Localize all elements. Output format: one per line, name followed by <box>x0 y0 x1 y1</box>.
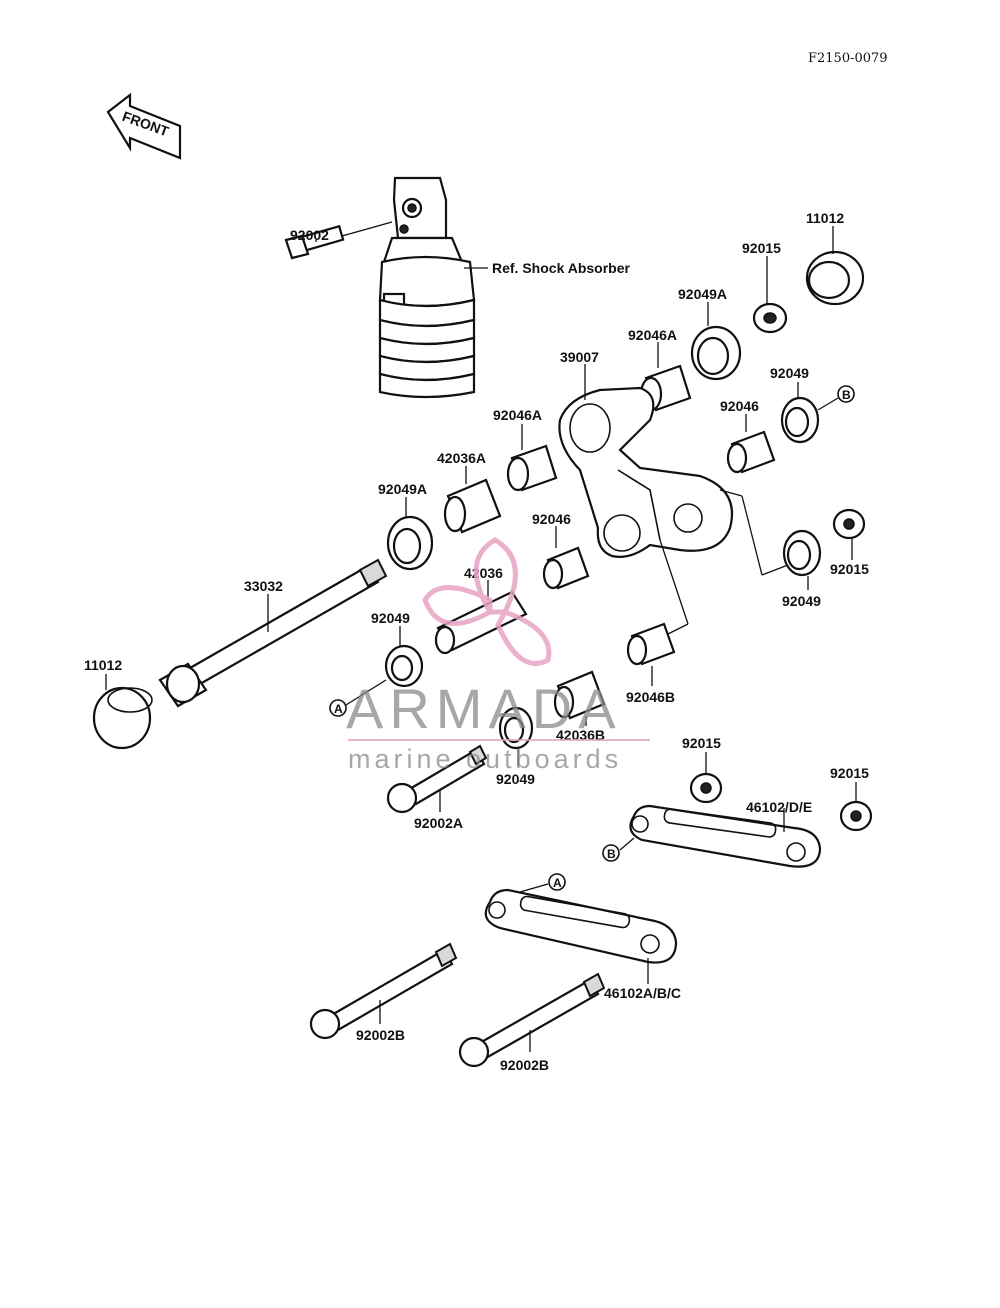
label-92046-right: 92046 <box>720 398 759 414</box>
watermark-propeller-icon <box>422 537 552 666</box>
label-92049-c: 92049 <box>782 593 821 609</box>
cap-11012-left <box>92 686 153 750</box>
label-92049-low: 92049 <box>496 771 535 787</box>
label-92002-top: 92002 <box>290 227 329 243</box>
cap-11012-right <box>805 250 865 306</box>
watermark: ARMADA marine outboards <box>346 537 650 774</box>
watermark-title: ARMADA <box>346 677 622 740</box>
label-92015-d: 92015 <box>830 765 869 781</box>
seal-92049A-left <box>386 515 434 571</box>
label-11012-right: 11012 <box>806 210 844 226</box>
bearing-92046-right <box>726 430 776 474</box>
diagram-code: F2150-0079 <box>808 51 888 66</box>
label-92015-a: 92015 <box>742 240 781 256</box>
label-11012-left: 11012 <box>84 657 122 673</box>
svg-text:B: B <box>842 388 851 402</box>
bolt-92002 <box>284 224 345 260</box>
bearing-92046-mid <box>542 546 590 590</box>
label-92002A: 92002A <box>414 815 463 831</box>
label-92049A-right: 92049A <box>678 286 727 302</box>
tie-rod-46102DE <box>629 804 822 868</box>
nut-92015-a <box>752 302 788 334</box>
svg-text:A: A <box>334 702 343 716</box>
bolt-33032 <box>158 558 388 708</box>
seal-92049-left <box>384 644 424 688</box>
bearing-92046A-left <box>506 444 558 492</box>
svg-text:A: A <box>553 876 562 890</box>
label-92049A-left: 92049A <box>378 481 427 497</box>
callout-a-bottom: A <box>548 873 566 891</box>
label-92015-c: 92015 <box>682 735 721 751</box>
label-92046-mid: 92046 <box>532 511 571 527</box>
seal-92049A-right <box>690 325 742 381</box>
label-46102DE: 46102/D/E <box>746 799 812 815</box>
callout-b-top: B <box>837 385 855 403</box>
bearing-92046B <box>626 622 676 666</box>
label-92046B: 92046B <box>626 689 675 705</box>
front-arrow-icon: FRONT <box>106 92 182 160</box>
label-92015-b: 92015 <box>830 561 869 577</box>
label-92002B-right: 92002B <box>500 1057 549 1073</box>
label-92002B-left: 92002B <box>356 1027 405 1043</box>
svg-text:B: B <box>607 847 616 861</box>
bolt-92002B-left <box>309 942 458 1040</box>
label-92049-left: 92049 <box>371 610 410 626</box>
seal-92049-low <box>498 706 534 750</box>
callout-b-bottom: B <box>602 844 620 862</box>
nut-92015-c <box>689 772 723 804</box>
label-39007: 39007 <box>560 349 599 365</box>
label-92046A-right: 92046A <box>628 327 677 343</box>
tie-rod-46102ABC <box>484 888 678 964</box>
label-92046A-left: 92046A <box>493 407 542 423</box>
shock-absorber-drawing <box>378 176 476 399</box>
watermark-subtitle: marine outboards <box>348 744 622 774</box>
bolt-92002B-right <box>458 972 606 1068</box>
label-46102ABC: 46102A/B/C <box>604 985 681 1001</box>
ref-shock-absorber-label: Ref. Shock Absorber <box>492 260 631 276</box>
sleeve-42036A <box>443 478 502 534</box>
seal-92049-c <box>782 529 822 577</box>
label-42036: 42036 <box>464 565 503 581</box>
label-42036A: 42036A <box>437 450 486 466</box>
bolt-92002A <box>386 744 488 814</box>
nut-92015-b <box>832 508 866 540</box>
seal-92049-b <box>780 396 820 444</box>
label-92049-b: 92049 <box>770 365 809 381</box>
nut-92015-d <box>839 800 873 832</box>
label-33032: 33032 <box>244 578 283 594</box>
rocker-arm-39007 <box>558 386 734 558</box>
sleeve-42036B <box>553 670 606 720</box>
callout-a-left: A <box>329 699 347 717</box>
